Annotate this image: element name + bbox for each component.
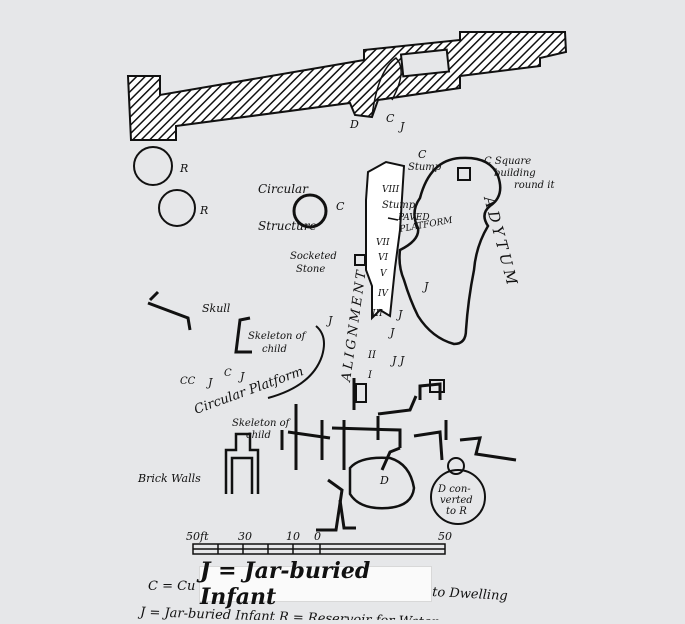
small-rect xyxy=(429,379,445,393)
label-viii: VIII xyxy=(382,185,400,195)
label-d-converted: D con- xyxy=(437,484,471,495)
label-vii: VII xyxy=(376,238,390,248)
label-socketed: Socketed xyxy=(290,251,337,262)
label-stump2: Stump xyxy=(382,200,416,211)
square-building xyxy=(457,167,471,181)
label-cc: CC xyxy=(180,376,196,387)
label-child2: child xyxy=(246,430,271,441)
brick-walls-shape xyxy=(224,432,260,494)
small-rect xyxy=(355,383,367,403)
legend-line1-right: to Dwelling xyxy=(432,585,508,604)
d-converted-circle xyxy=(430,469,486,525)
label-j5: J xyxy=(238,370,245,383)
adytum-outline xyxy=(398,156,502,346)
label-structure: Structure xyxy=(258,219,317,233)
legend-line1-left: C = Cu xyxy=(148,579,195,594)
label-c4: C xyxy=(224,368,232,379)
label-d-low: D xyxy=(379,474,389,487)
label-skeleton2: Skeleton of xyxy=(232,418,292,429)
label-iii: III xyxy=(371,309,383,319)
paved-pointer xyxy=(387,217,399,221)
reservoir-circle xyxy=(158,189,196,227)
reservoir-circle xyxy=(133,146,173,186)
label-r1: R xyxy=(179,162,188,175)
scale-50ft: 50ft xyxy=(186,530,209,543)
wall-arc xyxy=(371,57,402,117)
label-skeleton-of: Skeleton of xyxy=(248,331,308,342)
label-to-r: to R xyxy=(446,506,467,517)
label-r2: R xyxy=(199,204,208,217)
label-v: V xyxy=(380,269,388,279)
label-j2: J xyxy=(396,308,403,321)
label-d-top: D xyxy=(349,118,359,131)
label-building: building xyxy=(494,168,536,179)
label-stone: Stone xyxy=(296,264,325,275)
label-verted: verted xyxy=(440,495,473,506)
dwelling-d xyxy=(348,456,416,510)
label-iv: IV xyxy=(377,289,390,299)
label-stump1: Stump xyxy=(408,162,442,173)
label-paved: PAVED xyxy=(397,213,430,223)
label-child: child xyxy=(262,344,287,355)
label-c-struct: C xyxy=(336,200,345,213)
label-c-square: C Square xyxy=(484,156,531,167)
label-j-top: J xyxy=(398,120,405,133)
scale-labels: 50ft 30 10 0 50 xyxy=(186,530,452,543)
label-i: I xyxy=(367,370,373,381)
legend-highlight-box: J = Jar-buried Infant xyxy=(199,558,432,610)
scale-bar xyxy=(192,543,446,555)
small-circle xyxy=(447,457,465,475)
label-j1: J xyxy=(326,314,333,327)
label-jj: J J xyxy=(390,354,405,367)
label-c-stump: C xyxy=(418,148,427,161)
scale-30: 30 xyxy=(238,530,252,543)
wall-opening xyxy=(399,48,451,78)
label-round-it: round it xyxy=(514,180,555,191)
label-j3: J xyxy=(388,326,395,339)
label-adytum: ADYTUM xyxy=(480,192,522,290)
label-c-top: C xyxy=(386,112,395,125)
hatched-wall xyxy=(126,31,568,141)
label-j-right: J xyxy=(422,280,429,293)
scale-10: 10 xyxy=(286,530,300,543)
label-circular: Circular xyxy=(258,182,309,196)
scale-0: 0 xyxy=(314,530,321,543)
label-vi: VI xyxy=(378,253,388,263)
label-skull: Skull xyxy=(202,302,231,315)
skeleton-bracket xyxy=(234,316,252,354)
label-alignment: ALIGNMENT xyxy=(339,267,370,384)
label-j4: J xyxy=(206,376,213,389)
skull-wall xyxy=(147,290,192,331)
highlight-text: J = Jar-buried Infant xyxy=(200,558,371,610)
label-brick-walls: Brick Walls xyxy=(137,472,201,485)
scale-50: 50 xyxy=(438,530,452,543)
label-ii: II xyxy=(367,350,377,361)
circular-platform-outline xyxy=(267,325,325,399)
circular-structure xyxy=(292,193,328,229)
socketed-stone xyxy=(354,254,366,266)
